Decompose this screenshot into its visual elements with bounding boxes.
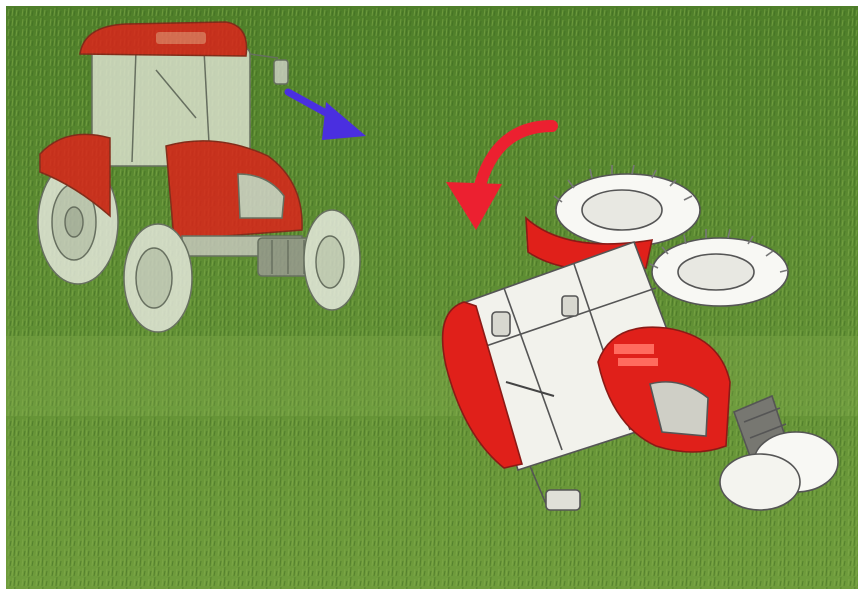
scene-svg: [6, 6, 858, 589]
grass-light-band: [6, 336, 858, 416]
grass-field: [6, 6, 858, 589]
